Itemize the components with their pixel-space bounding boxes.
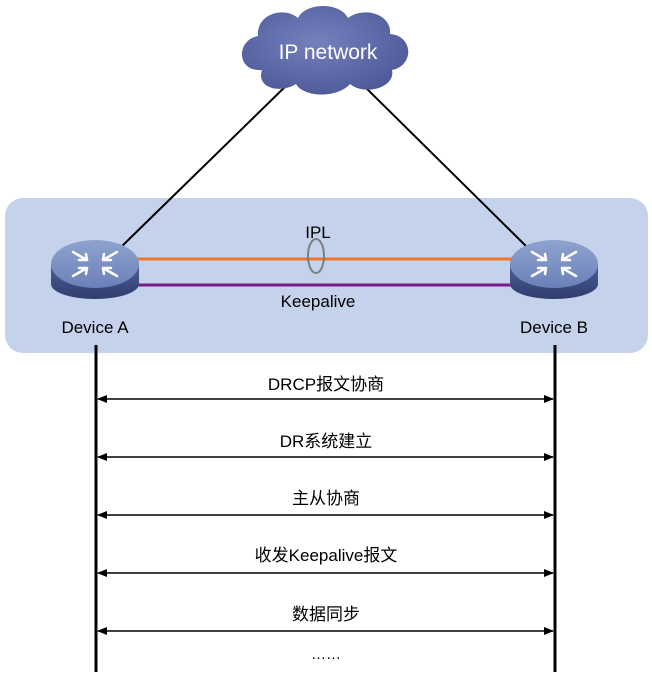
device-b-switch-icon [510, 240, 598, 299]
keepalive-label: Keepalive [281, 292, 356, 311]
uplink-device-b [359, 81, 531, 251]
step-5: 数据同步 [97, 605, 554, 635]
step-3: 主从协商 [97, 489, 554, 519]
step-1: DRCP报文协商 [97, 375, 554, 403]
cloud-label: IP network [279, 41, 378, 64]
step-4: 收发Keepalive报文 [97, 546, 554, 577]
ipl-aggregation-icon [307, 238, 325, 274]
step-2: DR系统建立 [97, 432, 554, 461]
ipl-label: IPL [305, 223, 331, 242]
step-label: DR系统建立 [280, 432, 373, 451]
device-a-switch-icon [51, 240, 139, 299]
device-b-label: Device B [520, 318, 588, 337]
ellipsis: …… [311, 646, 341, 663]
step-label: 主从协商 [292, 489, 360, 508]
step-label: 收发Keepalive报文 [255, 546, 398, 565]
ip-network-cloud: IP network [241, 6, 409, 95]
step-label: DRCP报文协商 [268, 375, 384, 394]
dr-system-region [5, 198, 648, 353]
device-a-label: Device A [61, 318, 129, 337]
uplink-device-a [117, 81, 291, 251]
step-label: 数据同步 [292, 605, 360, 624]
